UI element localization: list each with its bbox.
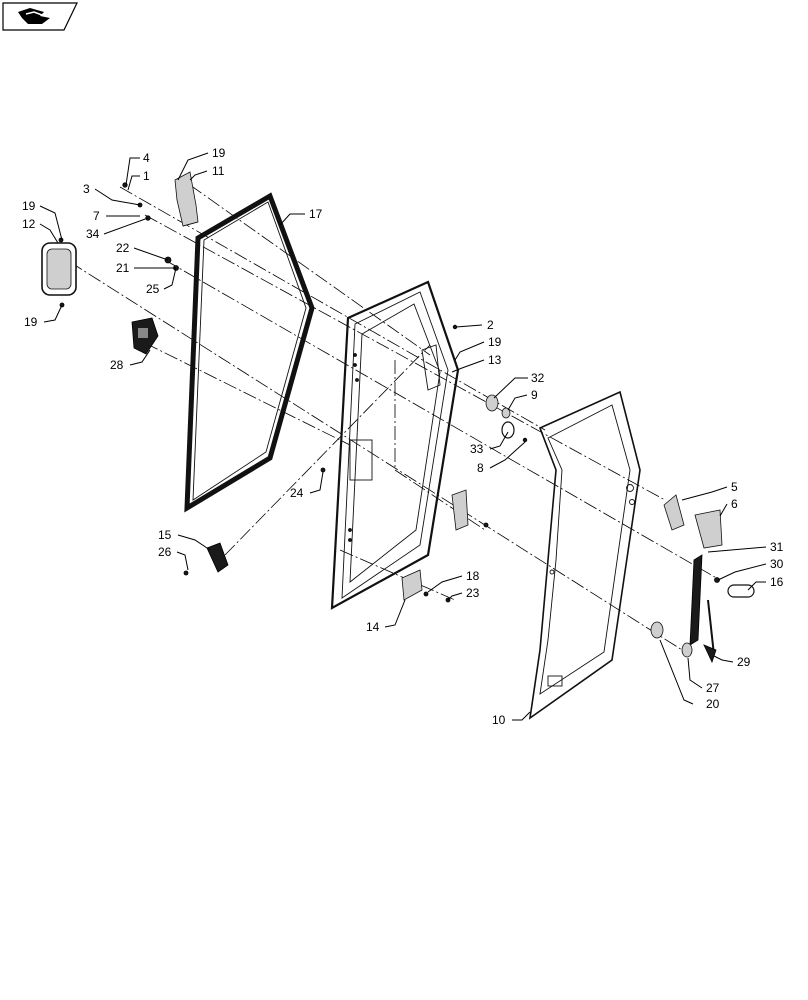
handle-part-5 [663,494,685,531]
callout-18: 18 [466,569,480,583]
callout-10: 10 [492,713,506,727]
leader-lines [39,152,767,721]
callout-8: 8 [477,461,484,475]
callout-19-frame: 19 [488,335,502,349]
callout-30: 30 [770,557,784,571]
callout-34: 34 [86,227,100,241]
hinge-part-15 [206,542,229,573]
callout-3: 3 [83,182,90,196]
callout-23: 23 [466,586,480,600]
callout-11: 11 [212,164,225,178]
callout-13: 13 [488,353,502,367]
callout-24: 24 [290,486,304,500]
callout-5: 5 [731,480,738,494]
callout-16: 16 [770,575,784,589]
callout-7: 7 [93,209,100,223]
callout-32: 32 [531,371,545,385]
door-frame-part-13 [330,280,460,610]
callout-21: 21 [116,261,130,275]
handle-part-6 [694,509,723,549]
callout-6: 6 [731,497,738,511]
bracket-part-11 [174,171,199,227]
callout-28: 28 [110,358,124,372]
callout-14: 14 [366,620,380,634]
callout-27: 27 [706,681,720,695]
wiper-arm-part-29 [703,599,717,664]
callout-labels: 4 1 3 7 34 22 21 25 19 11 17 19 12 19 28… [22,146,784,727]
mirror-part-12 [41,242,77,296]
window-seal-part-17 [184,192,315,513]
callout-19-mirror-top: 19 [22,199,36,213]
fasteners [58,182,720,658]
callout-2: 2 [487,318,494,332]
callout-26: 26 [158,545,172,559]
callout-12: 12 [22,217,36,231]
callout-19-mirror-bottom: 19 [24,315,38,329]
callout-33: 33 [470,442,484,456]
back-arrow-icon [18,8,50,24]
callout-4: 4 [143,151,150,165]
back-button[interactable] [2,2,78,31]
callout-22: 22 [116,241,130,255]
callout-1: 1 [143,169,150,183]
callout-20: 20 [706,697,720,711]
callout-29: 29 [737,655,751,669]
callout-19-top: 19 [212,146,226,160]
callout-15: 15 [158,528,172,542]
cap-part-16 [727,584,755,598]
callout-25: 25 [146,282,160,296]
latch-part-14 [401,569,423,601]
callout-17: 17 [309,207,323,221]
callout-31: 31 [770,540,784,554]
latch-part-28 [131,317,159,355]
assembly-axes [69,184,721,656]
hinge-plate [451,489,469,531]
door-panel-part-10 [528,390,641,720]
wiper-blade-part-31 [689,554,703,646]
callout-9: 9 [531,388,538,402]
